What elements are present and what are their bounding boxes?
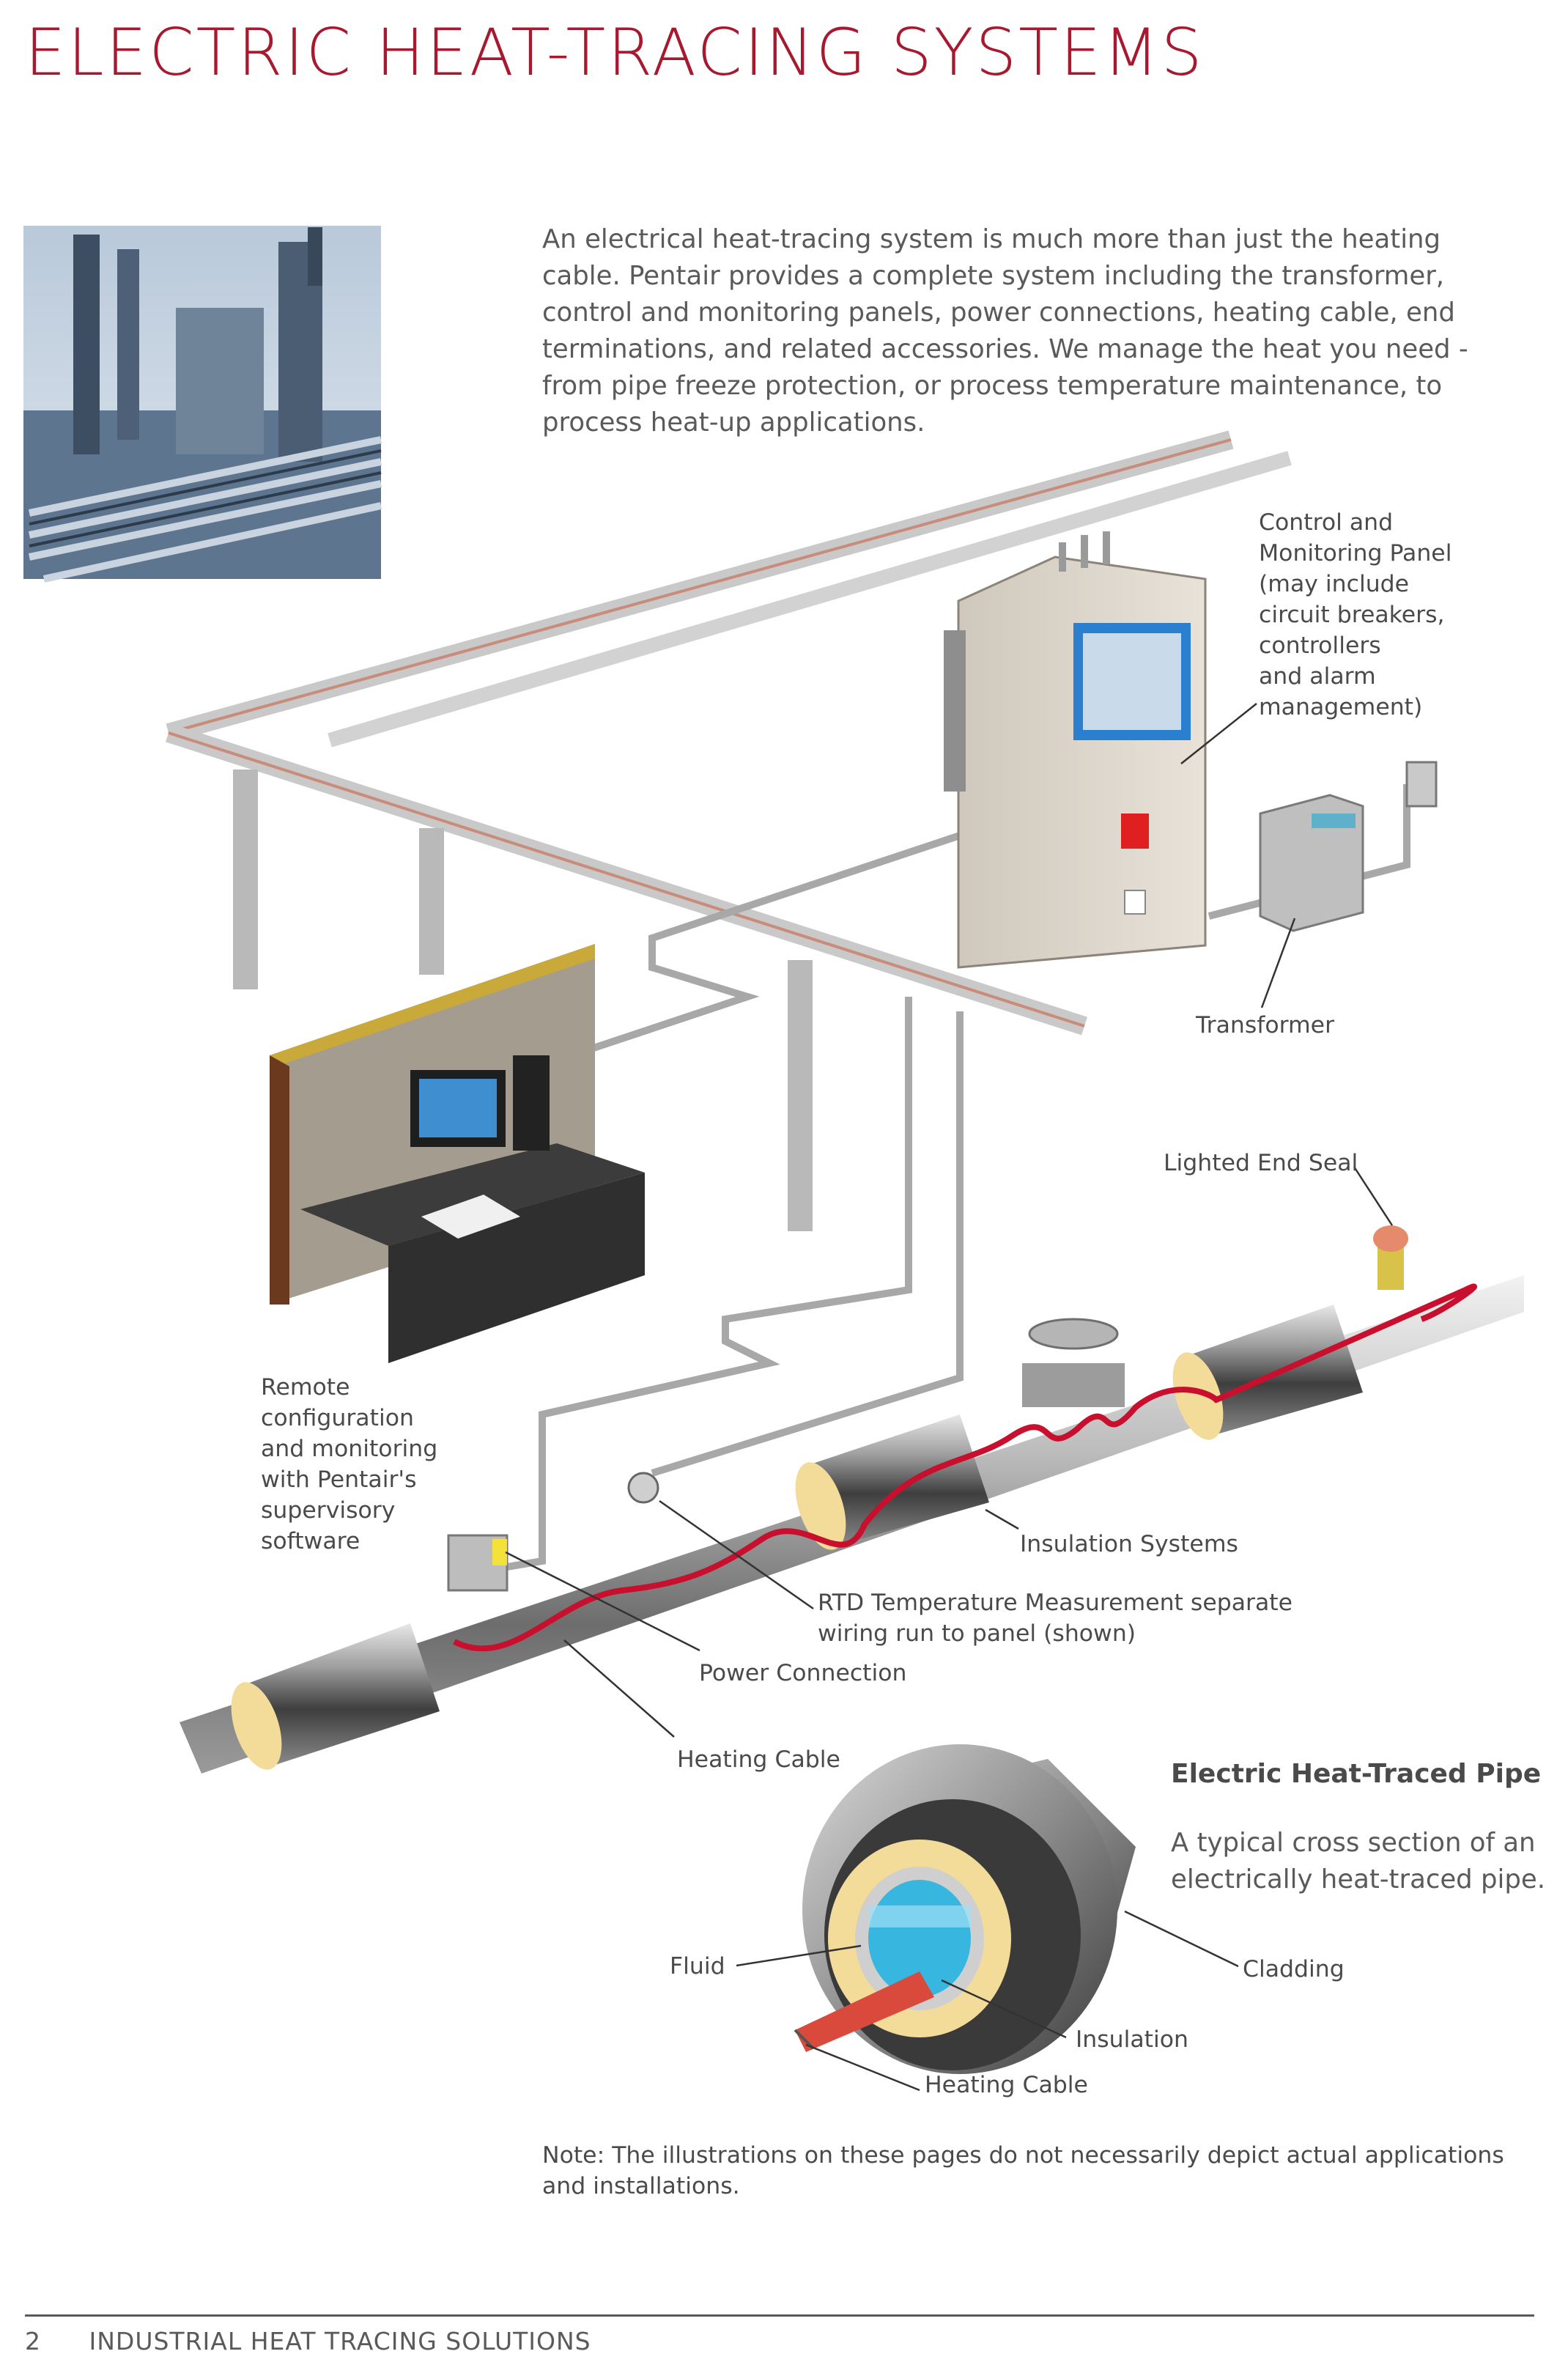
footer-title: INDUSTRIAL HEAT TRACING SOLUTIONS	[89, 2327, 591, 2355]
label-line: and alarm	[1259, 663, 1376, 690]
label-lighted-end-seal: Lighted End Seal	[1164, 1150, 1358, 1176]
label-line: software	[261, 1528, 360, 1554]
label-insulation: Insulation	[1076, 2026, 1189, 2053]
label-insulation-systems: Insulation Systems	[1020, 1531, 1238, 1557]
footer-divider	[25, 2314, 1534, 2317]
label-line: management)	[1259, 694, 1423, 720]
label-line: Remote	[261, 1374, 350, 1401]
support-columns	[233, 770, 813, 1231]
leader-lines	[505, 703, 1394, 2092]
label-line: controllers	[1259, 632, 1381, 659]
page-number: 2	[25, 2327, 41, 2355]
cable-tray	[166, 430, 1292, 1036]
label-remote-configuration: Remote configuration and monitoring with…	[261, 1372, 437, 1557]
label-line: wiring run to panel (shown)	[818, 1620, 1136, 1647]
control-monitoring-panel	[944, 531, 1207, 969]
cross-section-title: Electric Heat-Traced Pipe	[1171, 1759, 1542, 1789]
page-footer: 2 INDUSTRIAL HEAT TRACING SOLUTIONS	[25, 2327, 591, 2355]
label-line: Monitoring Panel	[1259, 540, 1452, 567]
note-text: Note: The illustrations on these pages d…	[542, 2142, 1504, 2199]
transformer	[1259, 794, 1364, 932]
label-transformer: Transformer	[1196, 1012, 1335, 1038]
label-heating-cable: Heating Cable	[677, 1746, 840, 1773]
label-line: supervisory	[261, 1497, 396, 1524]
label-line: with Pentair's	[261, 1466, 417, 1493]
heat-traced-pipe	[180, 1225, 1524, 1774]
label-fluid: Fluid	[670, 1953, 725, 1980]
intro-paragraph: An electrical heat-tracing system is muc…	[542, 224, 1468, 438]
label-line: RTD Temperature Measurement separate	[818, 1590, 1293, 1616]
label-line: (may include	[1259, 571, 1410, 597]
label-line: Control and	[1259, 509, 1394, 536]
cross-section-description: A typical cross section of an electrical…	[1171, 1828, 1546, 1894]
junction-box-icon	[1405, 761, 1438, 808]
label-cladding: Cladding	[1243, 1956, 1345, 1982]
label-line: circuit breakers,	[1259, 602, 1445, 628]
remote-workstation	[270, 944, 645, 1363]
label-cross-heating-cable: Heating Cable	[925, 2072, 1088, 2098]
page-title: ELECTRIC HEAT-TRACING SYSTEMS	[25, 15, 1205, 90]
label-line: configuration	[261, 1405, 414, 1431]
label-line: and monitoring	[261, 1436, 438, 1462]
label-power-connection: Power Connection	[699, 1660, 907, 1686]
label-rtd: RTD Temperature Measurement separate wir…	[818, 1587, 1293, 1649]
refinery-photo	[23, 226, 382, 583]
label-control-panel: Control and Monitoring Panel (may includ…	[1259, 507, 1451, 723]
cross-section-illustration	[794, 1744, 1136, 2074]
